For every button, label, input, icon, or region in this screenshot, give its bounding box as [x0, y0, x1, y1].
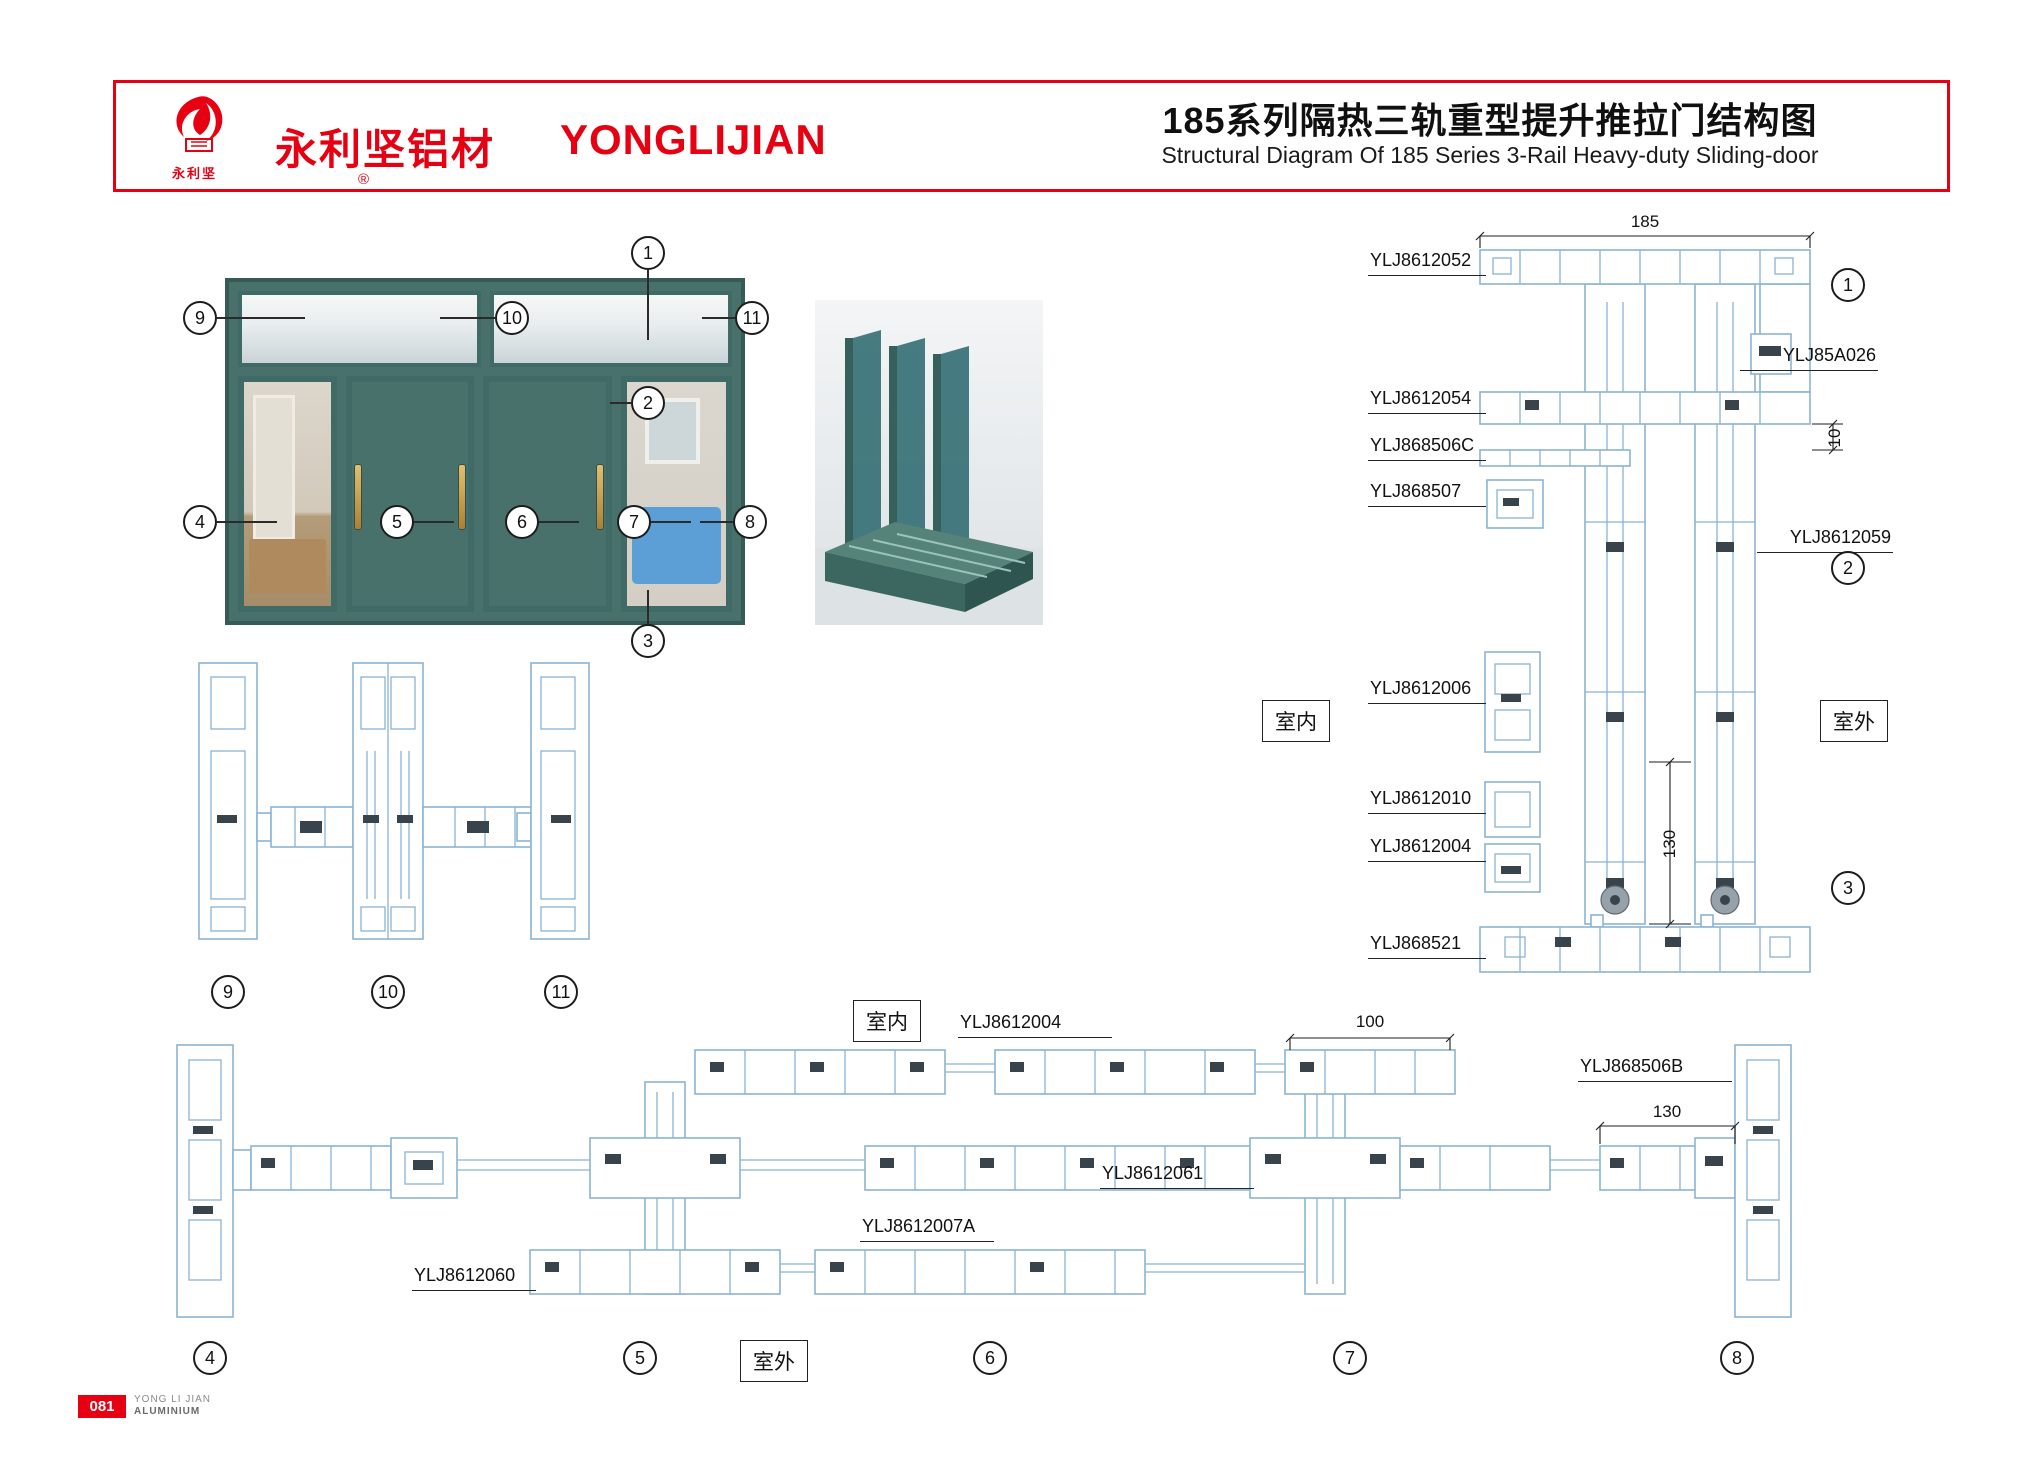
door-callout-6: 6	[505, 505, 539, 539]
brand-name-en: YONGLIJIAN	[560, 116, 827, 163]
horizontal-section-drawing	[176, 1033, 1792, 1318]
door-callout-3: 3	[631, 624, 665, 658]
section-callout-2: 2	[1831, 551, 1865, 585]
mesh-sliding-door-right	[483, 376, 612, 612]
section-callout-9: 9	[211, 975, 245, 1009]
mid-sections-drawing	[198, 662, 590, 940]
profile-3d-graphic	[815, 330, 1043, 625]
dim-10: 10	[1825, 428, 1844, 448]
section-callout-6: 6	[973, 1341, 1007, 1375]
fixed-glass-panel-left	[238, 376, 337, 612]
door-callout-1: 1	[631, 236, 665, 270]
outdoor-box-bottom-section: 室外	[740, 1340, 808, 1382]
interior-door	[252, 395, 296, 541]
part-label-ylj868506b: YLJ868506B	[1578, 1056, 1732, 1082]
door-callout-11: 11	[735, 301, 769, 335]
leader-line	[647, 590, 649, 624]
leader-line	[440, 317, 495, 319]
leader-line	[647, 270, 649, 340]
leader-line	[651, 521, 691, 523]
section-callout-3: 3	[1831, 871, 1865, 905]
footer-brand-industry: ALUMINIUM	[134, 1406, 201, 1417]
dim-185: 185	[1630, 212, 1660, 231]
vertical-section-drawing	[1475, 231, 1843, 973]
section-callout-8: 8	[1720, 1341, 1754, 1375]
leader-line	[217, 317, 305, 319]
part-label-ylj8612061: YLJ8612061	[1100, 1163, 1254, 1189]
leader-line	[610, 402, 631, 404]
door-callout-8: 8	[733, 505, 767, 539]
door-callout-7: 7	[617, 505, 651, 539]
part-label-ylj8612060: YLJ8612060	[412, 1265, 536, 1291]
leader-line	[539, 521, 579, 523]
part-label-ylj868506c: YLJ868506C	[1368, 435, 1486, 461]
section-callout-4: 4	[193, 1341, 227, 1375]
part-label-ylj8612007a: YLJ8612007A	[860, 1216, 994, 1242]
transom-glass-left	[238, 291, 481, 367]
brand-logo-icon	[176, 96, 223, 152]
leader-line	[217, 521, 277, 523]
indoor-box-right-section: 室内	[1262, 700, 1330, 742]
part-label-ylj868521: YLJ868521	[1368, 933, 1486, 959]
brand-name-cn: 永利坚铝材	[275, 126, 496, 173]
transom-glass-right	[489, 291, 732, 367]
section-callout-11: 11	[544, 975, 578, 1009]
registered-mark: ®	[358, 171, 370, 188]
part-label-ylj8612054: YLJ8612054	[1368, 388, 1486, 414]
indoor-box-bottom-section: 室内	[853, 1000, 921, 1042]
outdoor-box-right-section: 室外	[1820, 700, 1888, 742]
door-transom	[238, 291, 732, 367]
section-callout-10: 10	[371, 975, 405, 1009]
footer-page-number: 081	[78, 1395, 126, 1418]
part-label-ylj868507: YLJ868507	[1368, 481, 1486, 507]
door-product-photo	[225, 278, 745, 625]
part-label-ylj8612010: YLJ8612010	[1368, 788, 1486, 814]
part-label-ylj8612006: YLJ8612006	[1368, 678, 1486, 704]
page-title-en: Structural Diagram Of 185 Series 3-Rail …	[1161, 142, 1819, 168]
header-box: ® 永利坚	[113, 80, 1950, 192]
footer-brand-name: YONG LI JIAN	[134, 1394, 212, 1405]
interior-cabinet	[249, 538, 326, 593]
part-label-ylj8612052: YLJ8612052	[1368, 250, 1486, 276]
door-handle	[596, 464, 603, 529]
door-handle	[459, 464, 466, 529]
mesh-sliding-door-left	[345, 376, 475, 612]
door-callout-9: 9	[183, 301, 217, 335]
dim-130: 130	[1660, 829, 1679, 859]
leader-line	[702, 317, 735, 319]
leader-line	[700, 521, 733, 523]
profile-3d-render	[815, 300, 1043, 625]
door-callout-2: 2	[631, 386, 665, 420]
page-title-cn: 185系列隔热三轨重型提升推拉门结构图	[1162, 100, 1818, 141]
door-handle	[354, 464, 361, 529]
door-callout-10: 10	[495, 301, 529, 335]
door-callout-4: 4	[183, 505, 217, 539]
part-label-ylj8612004-bottom: YLJ8612004	[958, 1012, 1112, 1038]
dim-130-bottom: 130	[1652, 1102, 1682, 1121]
part-label-ylj8612059: YLJ8612059	[1757, 527, 1893, 553]
dim-100: 100	[1355, 1012, 1385, 1031]
logo-seal-text: 永利坚	[172, 166, 218, 181]
section-callout-7: 7	[1333, 1341, 1367, 1375]
part-label-ylj8612004: YLJ8612004	[1368, 836, 1486, 862]
section-callout-1: 1	[1831, 268, 1865, 302]
leader-line	[414, 521, 454, 523]
part-label-ylj85a026: YLJ85A026	[1740, 345, 1878, 371]
section-callout-5: 5	[623, 1341, 657, 1375]
door-callout-5: 5	[380, 505, 414, 539]
